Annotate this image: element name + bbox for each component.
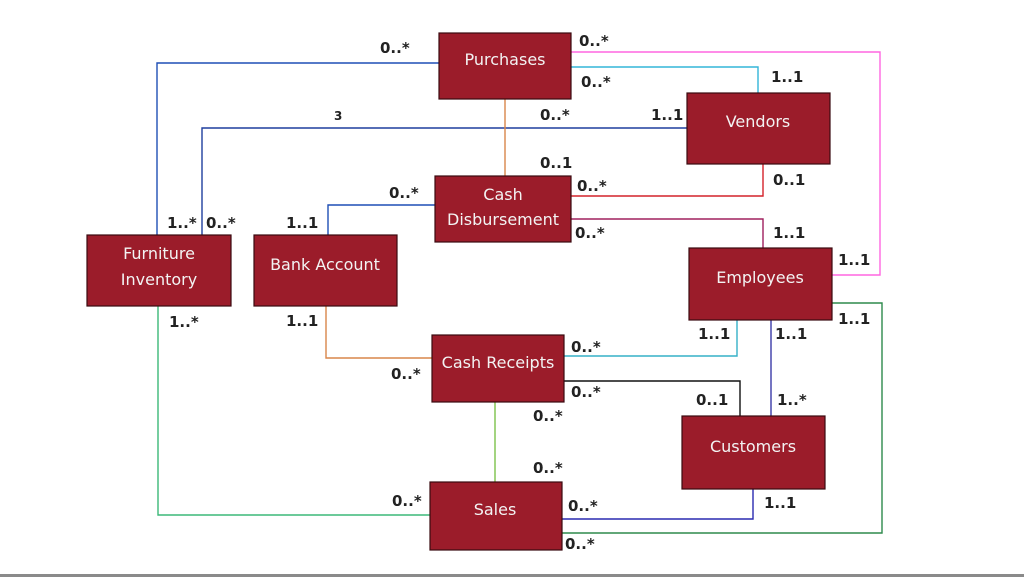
mult-vendors-left: 1..1	[651, 106, 683, 124]
rel-sales-employees	[562, 302, 883, 534]
mult-inventory-top-left: 1..*	[167, 214, 197, 232]
mult-employees-right-bottom: 1..1	[838, 310, 870, 328]
mult-purchases-right-vendor: 0..*	[581, 73, 611, 91]
rel-cashdisb-employees	[571, 218, 764, 248]
entity-purchases-label: Purchases	[465, 50, 546, 69]
mult-cashrec-bank: 0..*	[391, 365, 421, 383]
entity-vendors[interactable]: Vendors	[686, 92, 831, 165]
mult-employees-top: 1..1	[773, 224, 805, 242]
mult-sales-inventory: 0..*	[392, 492, 422, 510]
mult-sales-top: 0..*	[533, 459, 563, 477]
mult-three: 3	[334, 109, 342, 123]
multiplicity-labels: 0..* 0..* 0..* 1..1 1..1 0..* 3 0..1 0..…	[167, 32, 870, 553]
mult-cashdisb-top: 0..1	[540, 154, 572, 172]
bottom-divider	[0, 574, 1024, 577]
mult-cashdisb-vendor: 0..*	[577, 177, 607, 195]
entity-bank-account-label: Bank Account	[270, 255, 380, 274]
mult-customers-top: 1..*	[777, 391, 807, 409]
entity-purchases[interactable]: Purchases	[438, 32, 572, 100]
mult-cashrec-bottom: 0..*	[533, 407, 563, 425]
mult-inventory-top-right: 0..*	[206, 214, 236, 232]
mult-employees-right-top: 1..1	[838, 251, 870, 269]
mult-sales-bottom: 0..*	[565, 535, 595, 553]
mult-bank-top: 1..1	[286, 214, 318, 232]
mult-purchases-right-top: 0..*	[579, 32, 609, 50]
mult-customers-top-left: 0..1	[696, 391, 728, 409]
entity-cash-disbursement[interactable]: Cash Disbursement	[434, 175, 572, 243]
rel-inventory-sales	[157, 306, 430, 516]
rel-cashrec-customers	[564, 380, 741, 416]
entity-furniture-inventory-label-line2: Inventory	[121, 270, 197, 289]
rel-purchases-vendors	[571, 66, 759, 93]
rel-vendors-inventory	[201, 127, 687, 235]
entity-furniture-inventory[interactable]: Furniture Inventory	[86, 234, 232, 307]
entity-sales[interactable]: Sales	[429, 481, 563, 551]
rel-cashdisb-bank	[327, 204, 435, 235]
mult-customers-bottom: 1..1	[764, 494, 796, 512]
rel-purchases-inventory	[156, 62, 439, 235]
entity-employees[interactable]: Employees	[688, 247, 833, 321]
rel-purchases-employees	[571, 51, 881, 276]
entity-employees-label: Employees	[716, 268, 804, 287]
mult-employees-bottom-left: 1..1	[698, 325, 730, 343]
mult-cashrec-employee: 0..*	[571, 338, 601, 356]
rel-cashrec-employees	[564, 320, 738, 357]
mult-inventory-bottom: 1..*	[169, 313, 199, 331]
mult-cashdisb-bank: 0..*	[389, 184, 419, 202]
relationship-lines	[156, 51, 883, 534]
mult-purchases-inventory-left: 0..*	[380, 39, 410, 57]
mult-vendors-bottom: 0..1	[773, 171, 805, 189]
entity-bank-account[interactable]: Bank Account	[253, 234, 398, 307]
mult-purchases-bottom: 0..*	[540, 106, 570, 124]
rel-sales-customers	[562, 489, 754, 520]
rel-cashdisb-vendors	[571, 164, 764, 197]
mult-cashrec-customer: 0..*	[571, 383, 601, 401]
entity-furniture-inventory-label-line1: Furniture	[123, 244, 195, 263]
mult-employees-bottom-right: 1..1	[775, 325, 807, 343]
entity-cash-disbursement-label-line2: Disbursement	[447, 210, 559, 229]
entity-sales-label: Sales	[474, 500, 517, 519]
mult-sales-customer: 0..*	[568, 497, 598, 515]
rel-bank-cashrec	[325, 306, 432, 359]
entity-vendors-label: Vendors	[726, 112, 791, 131]
mult-vendors-top: 1..1	[771, 68, 803, 86]
entity-cash-receipts[interactable]: Cash Receipts	[431, 334, 565, 403]
entity-cash-disbursement-label-line1: Cash	[483, 185, 522, 204]
mult-bank-bottom: 1..1	[286, 312, 318, 330]
entity-customers[interactable]: Customers	[681, 415, 826, 490]
mult-cashdisb-employee: 0..*	[575, 224, 605, 242]
entity-cash-receipts-label: Cash Receipts	[442, 353, 555, 372]
entity-customers-label: Customers	[710, 437, 796, 456]
